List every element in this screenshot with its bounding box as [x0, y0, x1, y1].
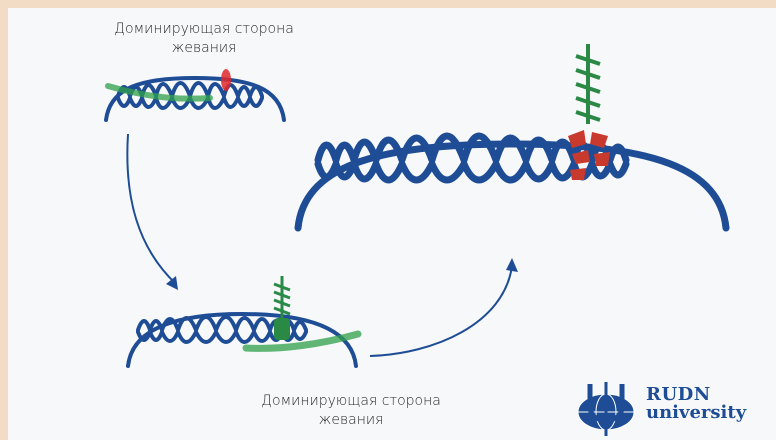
logo-wordmark: RUDN university: [646, 386, 746, 422]
pain-dot: [221, 69, 231, 91]
implant-icon: [274, 276, 290, 318]
label-dominant-side-top: Доминирующая сторона жевания: [104, 20, 304, 58]
diagram-canvas: Доминирующая сторона жевания Доминир: [8, 8, 776, 440]
jaw-with-implant: [122, 270, 362, 380]
rudn-logo: RUDN university: [574, 380, 774, 440]
jaw-before-implant: [100, 58, 290, 138]
jaw-bone-loss: [292, 38, 732, 238]
globe-icon: [574, 380, 638, 438]
label-dominant-side-bottom: Доминирующая сторона жевания: [246, 392, 456, 430]
arrow-up: [364, 254, 534, 364]
implant-icon: [576, 44, 600, 124]
